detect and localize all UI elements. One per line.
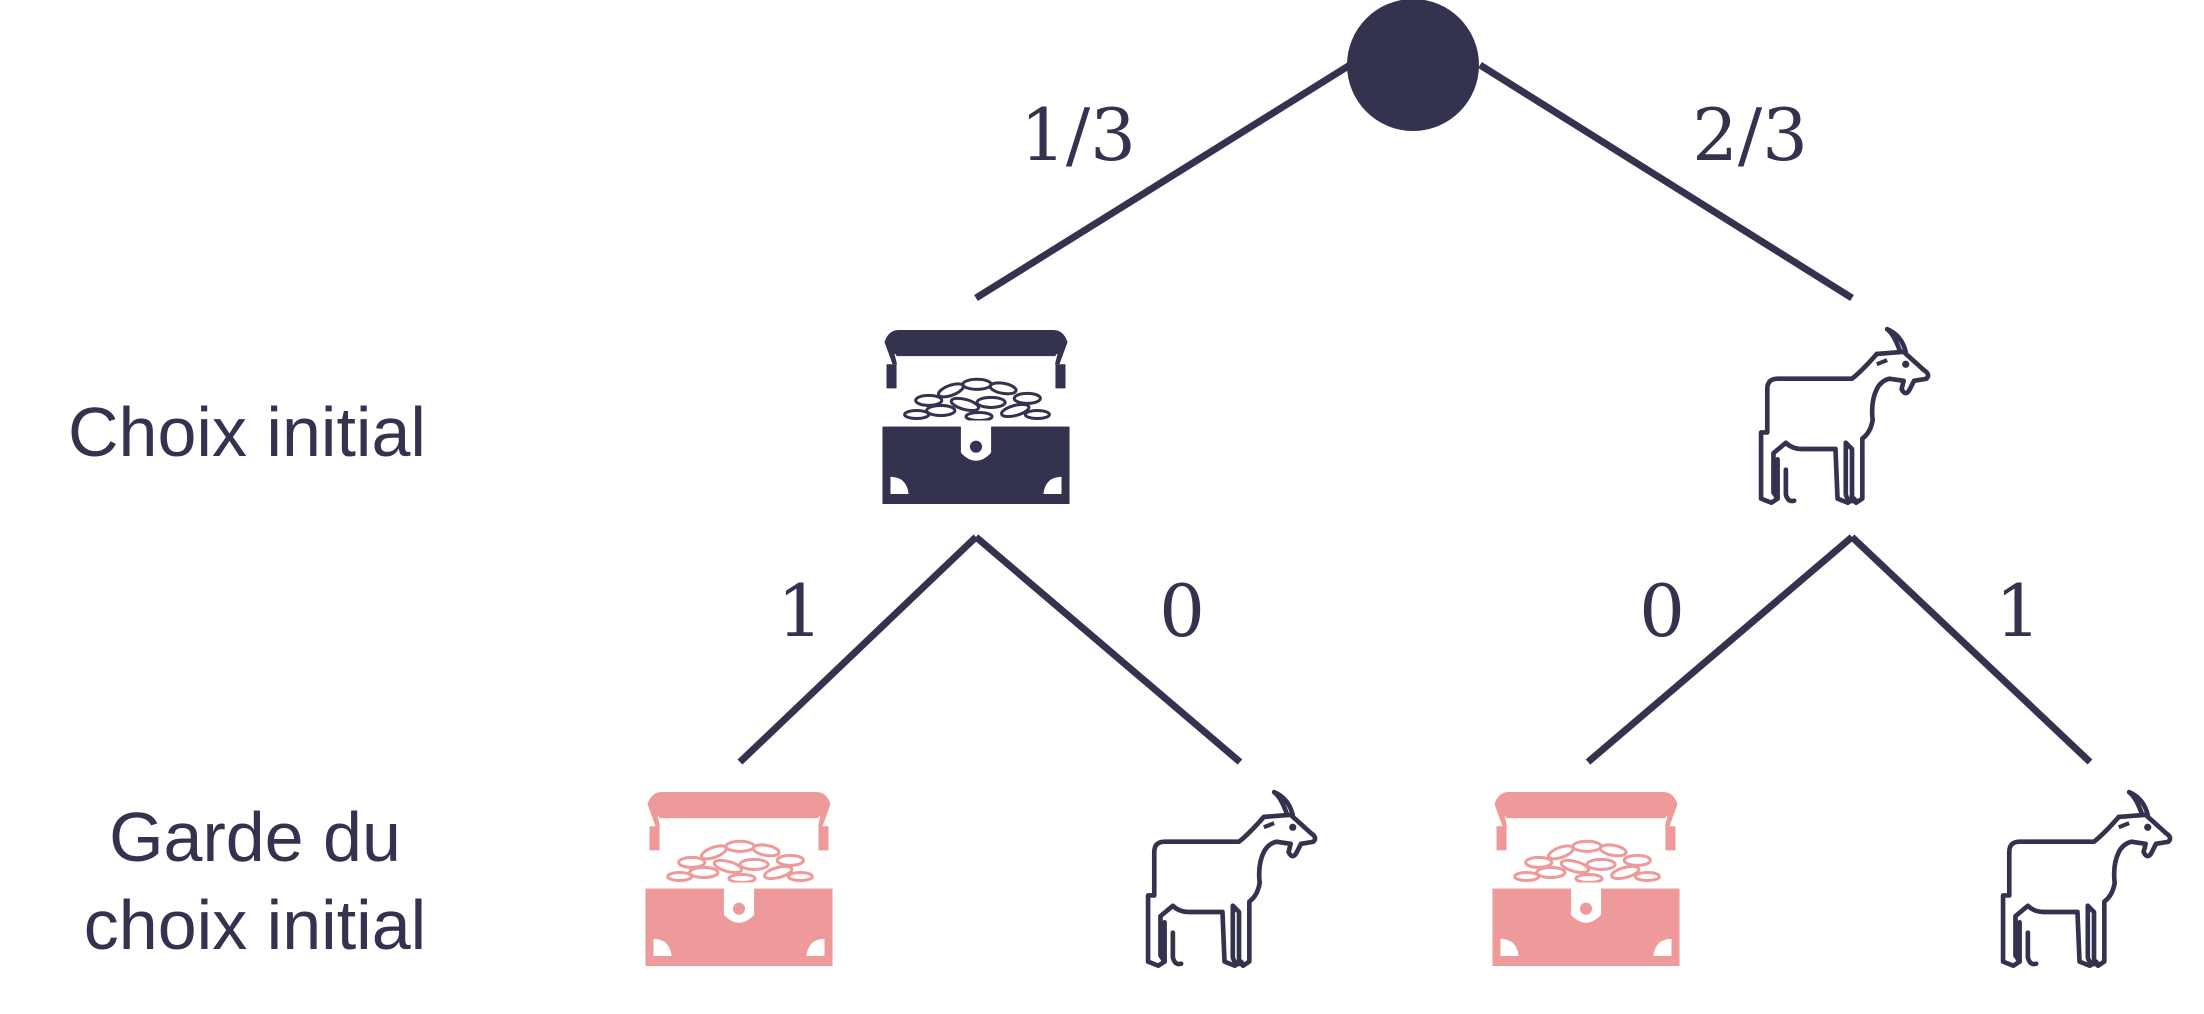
root-node-circle (1347, 0, 1479, 131)
probability-label: 2/3 (1692, 93, 1808, 177)
probability-label: 1/3 (1020, 93, 1136, 177)
treasure-chest-icon (1490, 790, 1682, 966)
treasure-chest-icon (643, 790, 835, 966)
probability-label: 0 (1639, 569, 1685, 653)
row-label-initial-choice: Choix initial (68, 393, 426, 471)
goat-icon (1148, 792, 1315, 966)
probability-label: 0 (1159, 569, 1205, 653)
edge-chest-left (737, 534, 979, 765)
probability-label: 1 (1995, 569, 2041, 653)
row-label-keep-initial-choice: Garde du choix initial (70, 793, 440, 969)
edge-goat-right (1849, 534, 2093, 765)
row-label-line: Garde du (109, 798, 401, 876)
edge-goat-left (1585, 534, 1855, 765)
edge-chest-right (973, 534, 1243, 765)
edge-root-left (974, 62, 1352, 301)
row-label-line: choix initial (83, 886, 427, 964)
edge-root-right (1478, 62, 1854, 301)
goat-icon (2003, 792, 2170, 966)
probability-label: 1 (777, 569, 823, 653)
goat-icon (1761, 329, 1928, 503)
treasure-chest-icon (880, 328, 1072, 504)
